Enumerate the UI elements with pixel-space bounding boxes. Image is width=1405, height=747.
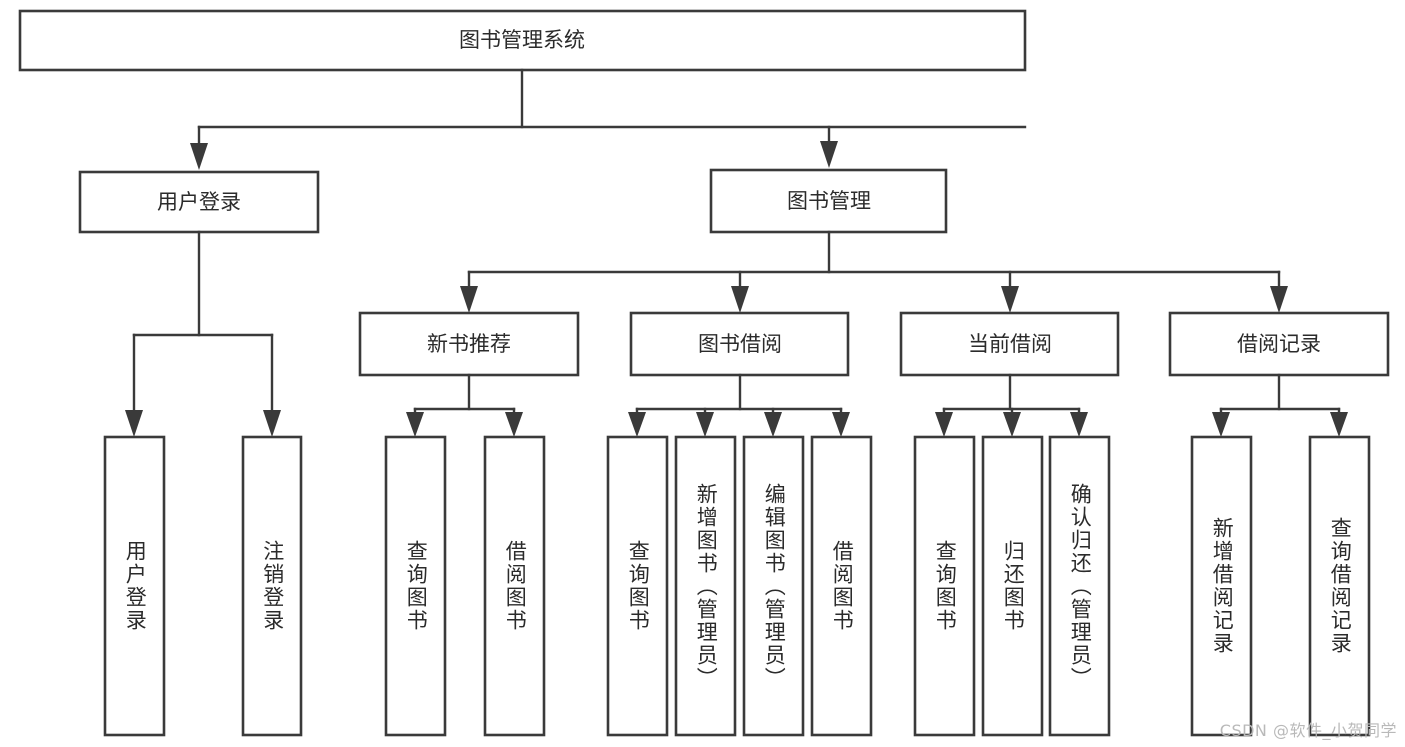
- arrow-head-icon: [1001, 286, 1019, 313]
- arrow-head-icon: [628, 412, 646, 437]
- arrow-head-icon: [263, 410, 281, 437]
- node-book-management[interactable]: 图书管理: [709, 168, 948, 234]
- node-book-borrow[interactable]: 图书借阅: [629, 311, 850, 377]
- arrow-head-icon: [1270, 286, 1288, 313]
- leaf-box-logout[interactable]: [241, 435, 303, 737]
- leaf-box-add-book[interactable]: [674, 435, 737, 737]
- connector-root-to-level2: [190, 68, 1027, 170]
- arrow-head-icon: [731, 286, 749, 313]
- leaf-box-add-record[interactable]: [1190, 435, 1253, 737]
- watermark-text: CSDN @软件_小贺同学: [1219, 721, 1397, 740]
- node-label: 图书管理系统: [459, 28, 585, 52]
- arrow-head-icon: [125, 410, 143, 437]
- node-label: 图书借阅: [698, 332, 782, 356]
- leaf-box-user-login[interactable]: [103, 435, 166, 737]
- connector-book-management-to-level3: [460, 230, 1288, 313]
- arrow-head-icon: [505, 412, 523, 437]
- leaf-box-query-book-3[interactable]: [913, 435, 976, 737]
- leaf-box-query-record[interactable]: [1308, 435, 1371, 737]
- leaf-box-query-book-1[interactable]: [384, 435, 447, 737]
- leaf-boxes: [103, 435, 1371, 737]
- node-label: 图书管理: [787, 189, 871, 213]
- connector-current-borrow-to-leaves: [935, 373, 1088, 437]
- arrow-head-icon: [190, 143, 208, 170]
- arrow-head-icon: [460, 286, 478, 313]
- leaf-box-confirm-return[interactable]: [1048, 435, 1111, 737]
- leaf-box-borrow-book-2[interactable]: [810, 435, 873, 737]
- node-book-management-system[interactable]: 图书管理系统: [18, 9, 1027, 72]
- arrow-head-icon: [1330, 412, 1348, 437]
- leaf-box-query-book-2[interactable]: [606, 435, 669, 737]
- arrow-head-icon: [1212, 412, 1230, 437]
- arrow-head-icon: [820, 141, 838, 168]
- leaf-box-return-book[interactable]: [981, 435, 1044, 737]
- node-new-book-recommend[interactable]: 新书推荐: [358, 311, 580, 377]
- leaf-box-edit-book[interactable]: [742, 435, 805, 737]
- node-label: 借阅记录: [1237, 332, 1321, 356]
- connector-book-borrow-to-leaves: [628, 373, 850, 437]
- node-label: 用户登录: [157, 190, 241, 214]
- connector-user-login-to-leaves: [125, 230, 281, 437]
- node-current-borrow[interactable]: 当前借阅: [899, 311, 1120, 377]
- connector-new-book-recommend-to-leaves: [406, 373, 523, 437]
- node-label: 当前借阅: [968, 332, 1052, 356]
- arrow-head-icon: [1003, 412, 1021, 437]
- arrow-head-icon: [935, 412, 953, 437]
- arrow-head-icon: [764, 412, 782, 437]
- node-label: 新书推荐: [427, 332, 511, 356]
- arrow-head-icon: [1070, 412, 1088, 437]
- node-user-login[interactable]: 用户登录: [78, 170, 320, 234]
- node-borrow-record[interactable]: 借阅记录: [1168, 311, 1390, 377]
- arrow-head-icon: [696, 412, 714, 437]
- connector-borrow-record-to-leaves: [1212, 373, 1348, 437]
- arrow-head-icon: [406, 412, 424, 437]
- leaf-box-borrow-book-1[interactable]: [483, 435, 546, 737]
- arrow-head-icon: [832, 412, 850, 437]
